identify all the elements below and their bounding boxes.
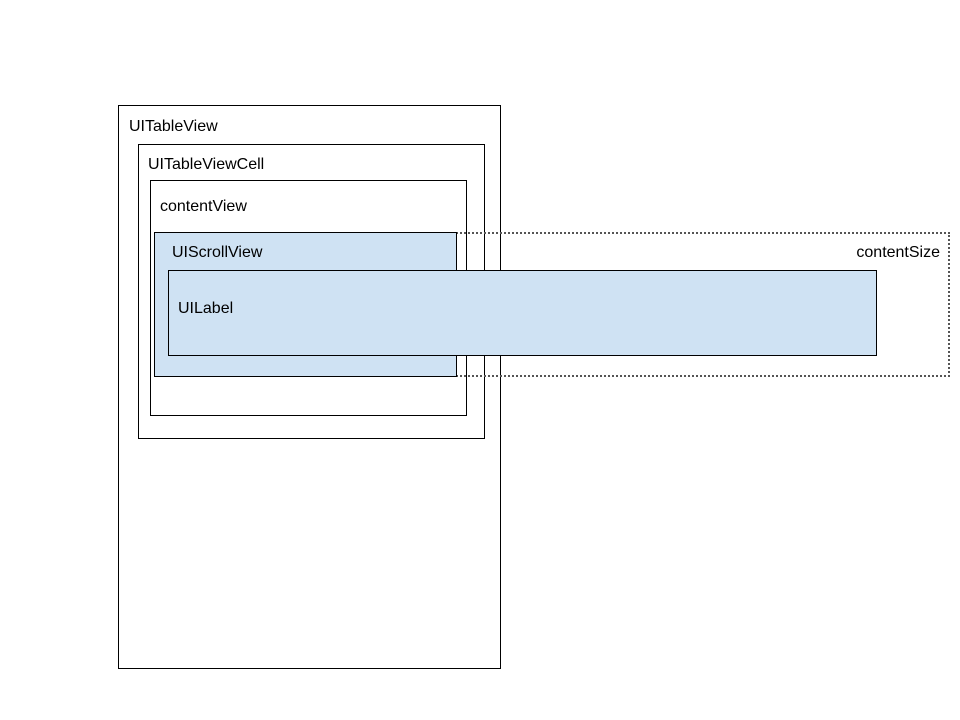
- contentsize-label: contentSize: [856, 244, 940, 261]
- uitableview-label: UITableView: [129, 118, 218, 135]
- uitableviewcell-label: UITableViewCell: [148, 156, 265, 173]
- contentview-label: contentView: [160, 198, 247, 215]
- uilabel-label: UILabel: [178, 300, 234, 317]
- uiscrollview-label: UIScrollView: [172, 244, 263, 261]
- contentsize-outline: [456, 232, 950, 377]
- uilabel-box: [168, 270, 877, 356]
